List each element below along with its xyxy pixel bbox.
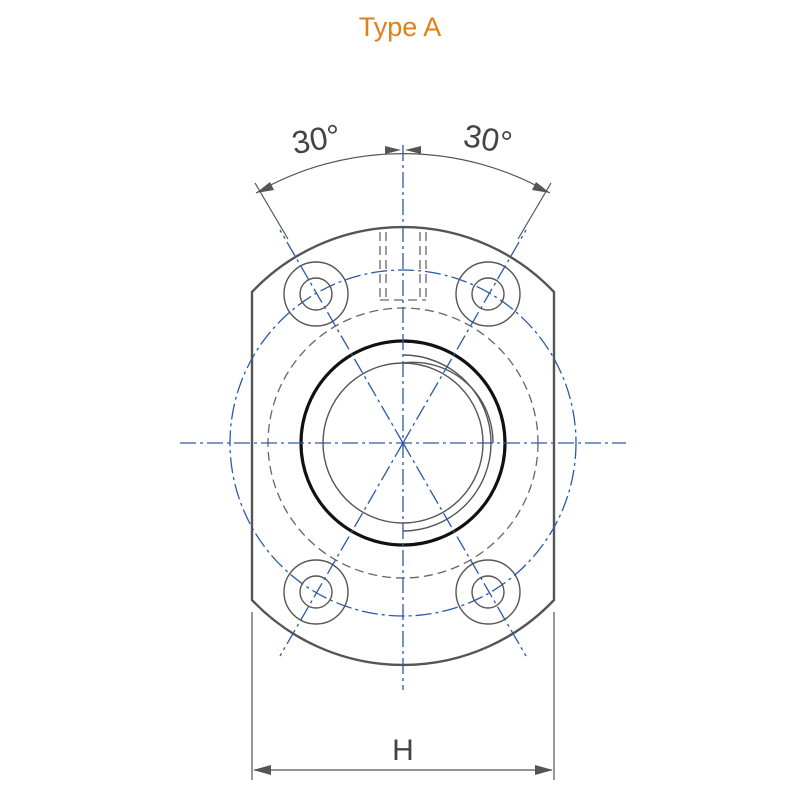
angle-label-right: 30°	[461, 117, 515, 161]
width-arrow-right	[535, 765, 553, 775]
bolt-hole-top-left	[283, 261, 349, 327]
bolt-center-line-bottom-left	[279, 442, 404, 657]
arrow-left-inner	[385, 146, 401, 154]
angle-label-left: 30°	[289, 117, 343, 161]
arrow-left-outer	[256, 182, 274, 193]
thread-arc-2	[402, 361, 494, 444]
bolt-hole-bottom-left	[283, 559, 349, 625]
diagram-title: Type A	[358, 12, 442, 42]
bolt-center-line-top-left	[279, 229, 404, 444]
angle-extension-right	[517, 182, 552, 240]
bolt-center-line-bottom-right	[402, 442, 527, 657]
flange-outline	[250, 225, 556, 667]
angle-dimension-arc	[255, 153, 551, 194]
bolt-hole-bottom-right	[455, 559, 521, 625]
bolt-hole-top-right	[455, 261, 521, 327]
bolt-center-line-top-right	[402, 229, 527, 444]
width-label: H	[392, 734, 414, 767]
arrow-right-outer	[532, 182, 550, 193]
width-arrow-left	[253, 765, 271, 775]
angle-extension-left	[254, 182, 289, 240]
arrow-right-inner	[405, 146, 421, 154]
